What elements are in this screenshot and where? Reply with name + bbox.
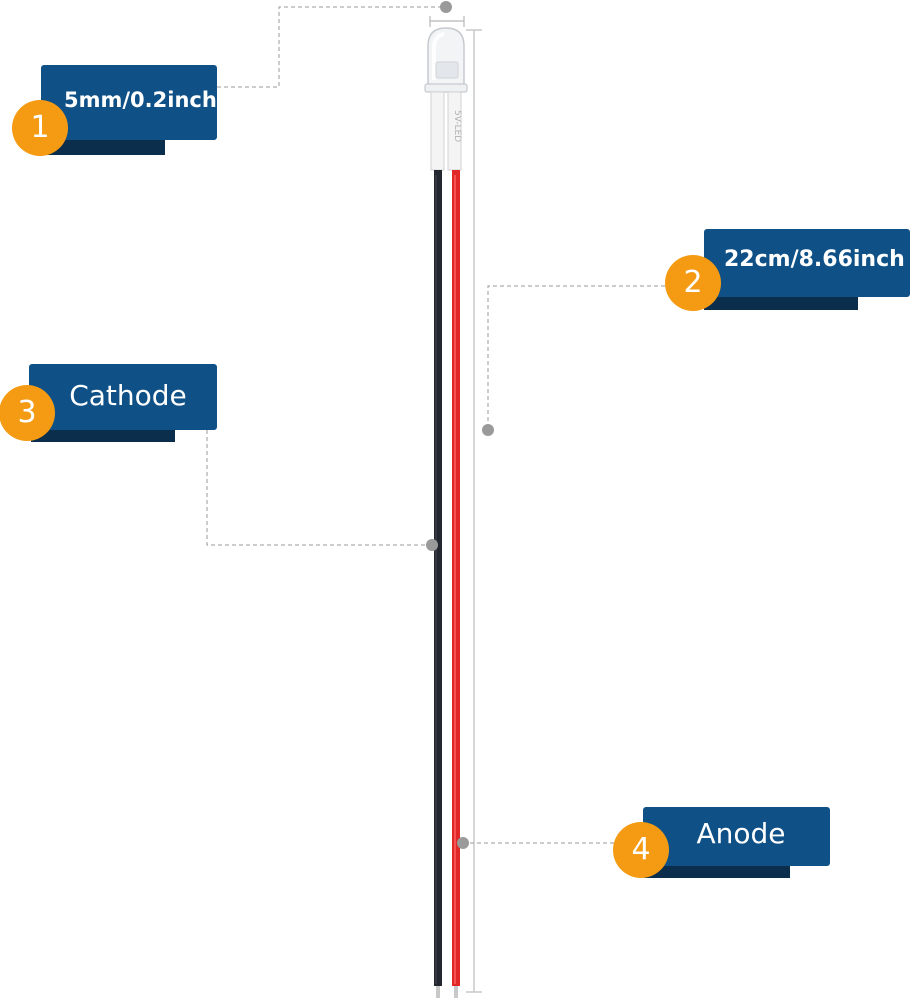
callout-1 — [12, 65, 217, 156]
cathode-wire-tip — [436, 986, 440, 998]
cathode-wire — [434, 170, 442, 986]
callout-badge-1 — [12, 100, 68, 156]
led-sleeve: 5V-LED — [430, 91, 462, 171]
led-bulb — [424, 27, 468, 93]
callout-number-1: 1 — [30, 110, 50, 145]
callout-number-4: 4 — [631, 832, 651, 867]
leader-line-1 — [217, 6, 446, 88]
callout-text-4: Anode — [696, 817, 786, 850]
callout-text-3: Cathode — [69, 379, 187, 412]
leader-dot-4 — [457, 837, 469, 849]
anode-wire-tip — [454, 986, 458, 998]
leader-dot-3 — [426, 539, 438, 551]
callout-2 — [665, 229, 910, 311]
callout-badge-4 — [613, 822, 669, 878]
leader-line-2 — [487, 285, 665, 430]
callout-text-1: 5mm/0.2inch — [64, 88, 217, 112]
callout-number-3: 3 — [17, 395, 37, 430]
callout-4 — [613, 807, 830, 878]
callout-badge-2 — [665, 255, 721, 311]
callout-text-2: 22cm/8.66inch — [724, 247, 905, 272]
anode-wire — [452, 170, 460, 986]
leader-line-3 — [206, 430, 432, 546]
callout-number-2: 2 — [683, 265, 703, 300]
callout-badge-3 — [0, 385, 55, 441]
callout-3 — [0, 364, 217, 442]
svg-text:5V-LED: 5V-LED — [452, 110, 462, 142]
leader-dot-1 — [440, 1, 452, 13]
leader-dot-2 — [482, 424, 494, 436]
